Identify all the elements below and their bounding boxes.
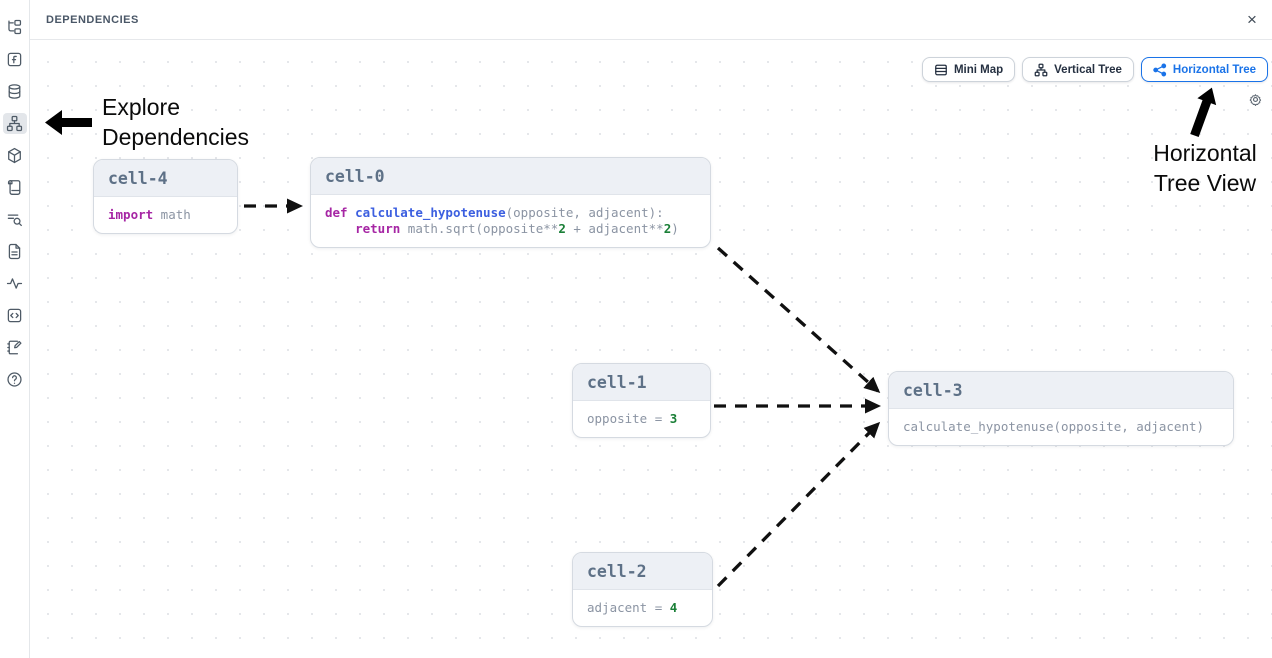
code-line: return math.sqrt(opposite**2 + adjacent*… [355, 221, 679, 236]
button-label: Horizontal Tree [1172, 63, 1256, 76]
node-code: opposite = 3 [573, 401, 710, 437]
helper-sidebar [0, 0, 30, 658]
edge-cell-2-to-cell-3 [716, 421, 881, 588]
doc-search-icon [7, 214, 22, 227]
file-tree-icon [8, 19, 22, 35]
node-code: import math [94, 197, 237, 233]
node-cell-3[interactable]: cell-3 calculate_hypotenuse(opposite, adj… [888, 371, 1234, 446]
sidebar-item-help-panel[interactable] [3, 369, 27, 390]
node-title: cell-3 [889, 372, 1233, 409]
node-code: def calculate_hypotenuse(opposite, adjac… [311, 195, 710, 247]
code-line: import math [108, 207, 191, 222]
code-line: def calculate_hypotenuse(opposite, adjac… [325, 205, 664, 220]
horizontal-tree-callout-arrow [1190, 87, 1217, 138]
node-title: cell-2 [573, 553, 712, 590]
vertical-tree-button[interactable]: Vertical Tree [1022, 57, 1134, 82]
package-icon [8, 147, 21, 164]
view-mode-toolbar: Mini Map Vertical Tree Horizontal Tree [921, 57, 1268, 82]
button-label: Mini Map [953, 63, 1004, 76]
code-line: opposite = 3 [587, 411, 678, 426]
horizontal-tree-icon [1153, 63, 1167, 76]
sidebar-item-scratchpad-panel[interactable] [3, 337, 27, 358]
dependency-graph-icon [6, 115, 23, 132]
sidebar-item-snippets-panel[interactable] [3, 241, 27, 262]
close-icon[interactable]: × [1247, 10, 1257, 29]
sidebar-item-file-tree-panel[interactable] [3, 17, 27, 38]
settings-gear-icon[interactable] [1248, 92, 1263, 112]
edge-cell-0-to-cell-3 [716, 246, 881, 393]
node-code: calculate_hypotenuse(opposite, adjacent) [889, 409, 1233, 445]
sidebar-item-datasources-panel[interactable] [3, 81, 27, 102]
help-circle-icon [7, 372, 22, 387]
activity-icon [6, 278, 23, 289]
node-code: adjacent = 4 [573, 590, 712, 626]
code-line: calculate_hypotenuse(opposite, adjacent) [903, 419, 1205, 434]
node-title: cell-4 [94, 160, 237, 197]
code-line: adjacent = 4 [587, 600, 678, 615]
node-cell-4[interactable]: cell-4 import math [93, 159, 238, 234]
horizontal-tree-button[interactable]: Horizontal Tree [1140, 57, 1268, 82]
sidebar-item-dependencies-panel[interactable] [2, 113, 27, 134]
mini-map-button[interactable]: Mini Map [921, 57, 1016, 82]
sidebar-item-packages-panel[interactable] [3, 145, 27, 166]
notebook-pen-icon [7, 340, 22, 355]
sidebar-item-logs-panel[interactable] [3, 177, 27, 198]
explore-dependencies-callout-arrow [45, 110, 92, 135]
panel-header: DEPENDENCIES × [30, 0, 1272, 40]
scroll-icon [7, 180, 21, 195]
node-title: cell-0 [311, 158, 710, 195]
node-title: cell-1 [573, 364, 710, 401]
sidebar-item-tracing-panel[interactable] [3, 273, 27, 294]
node-cell-0[interactable]: cell-0 def calculate_hypotenuse(opposite,… [310, 157, 711, 248]
code-square-icon [7, 308, 22, 323]
file-text-icon [8, 243, 21, 260]
sidebar-item-functions-panel[interactable] [3, 49, 27, 70]
sidebar-item-code-panel[interactable] [3, 305, 27, 326]
node-cell-1[interactable]: cell-1 opposite = 3 [572, 363, 711, 438]
panel-title: DEPENDENCIES [46, 13, 139, 26]
button-label: Vertical Tree [1054, 63, 1122, 76]
node-cell-2[interactable]: cell-2 adjacent = 4 [572, 552, 713, 627]
minimap-icon [935, 64, 947, 75]
database-icon [8, 84, 21, 99]
vertical-tree-icon [1034, 63, 1048, 76]
dependency-graph-canvas[interactable]: Mini Map Vertical Tree Horizontal Tree cel… [30, 40, 1272, 658]
function-icon [7, 52, 22, 67]
sidebar-item-documentation-panel[interactable] [3, 209, 27, 230]
